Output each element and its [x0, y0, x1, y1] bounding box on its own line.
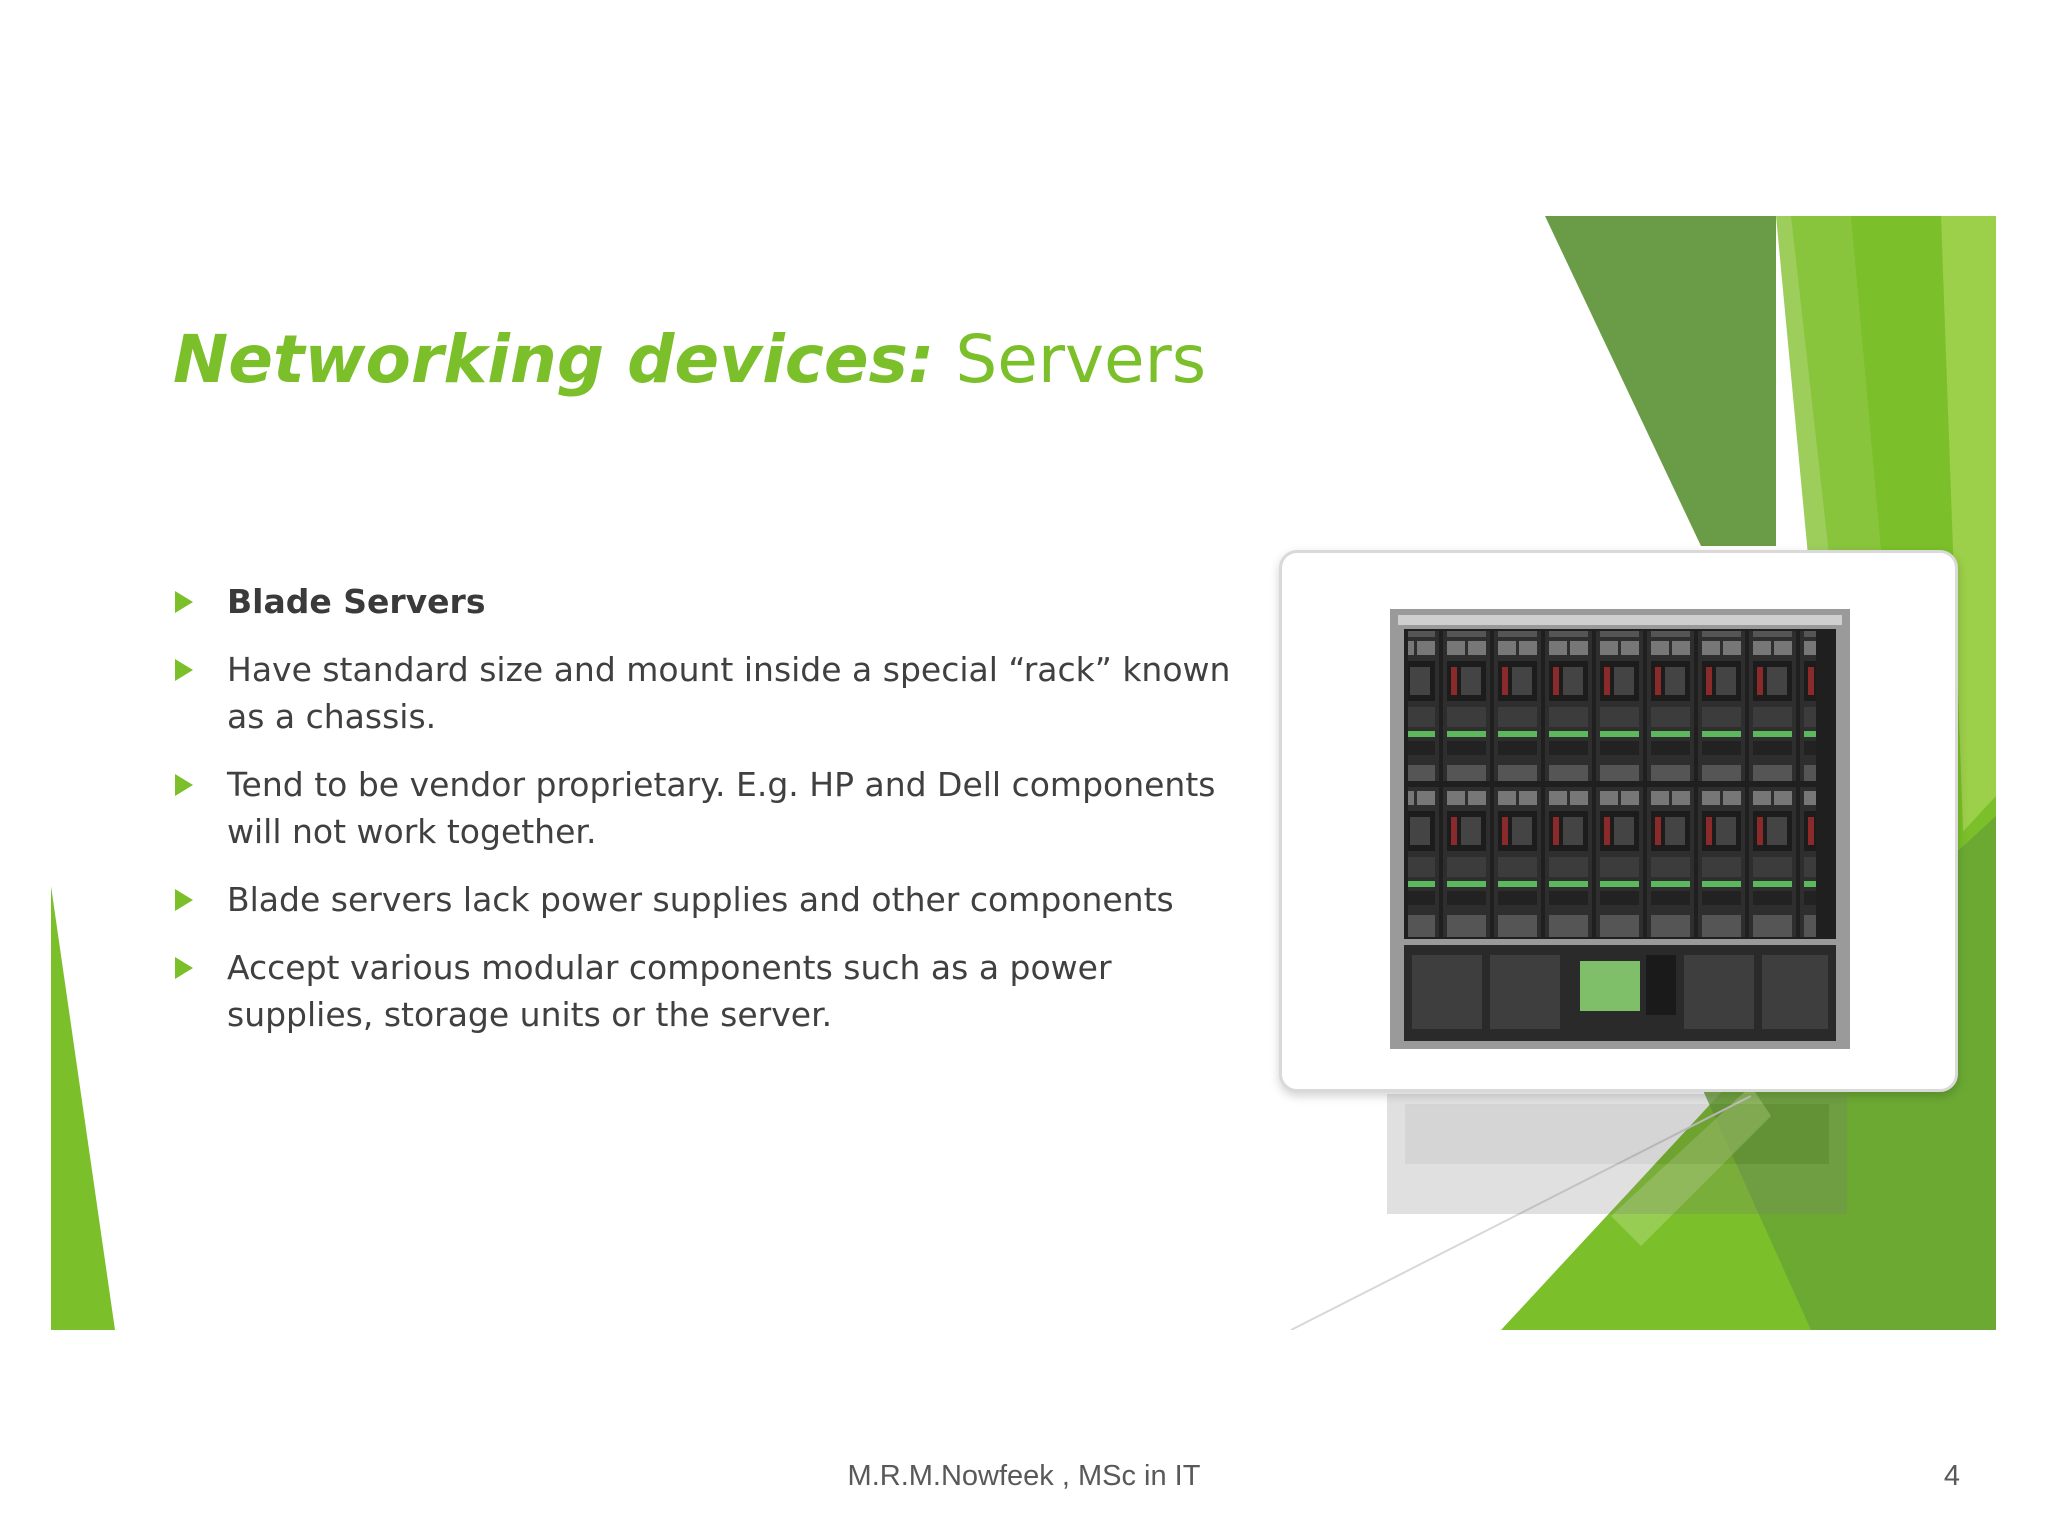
server-photo-frame	[1279, 550, 1958, 1092]
slide-title-accent: Networking devices:	[173, 321, 935, 398]
bullet-text: Tend to be vendor proprietary. E.g. HP a…	[227, 765, 1216, 851]
top-right-thin-line	[1543, 225, 1613, 547]
triangle-bullet-icon	[175, 889, 193, 911]
bullet-item: Have standard size and mount inside a sp…	[173, 646, 1263, 740]
bullet-text: Blade Servers	[227, 582, 486, 621]
bullet-list: Blade Servers Have standard size and mou…	[173, 578, 1263, 1059]
slide-title: Networking devices: Servers	[173, 321, 1207, 398]
triangle-bullet-icon	[175, 774, 193, 796]
bottom-thin-line	[1290, 1095, 1752, 1330]
bullet-text: Blade servers lack power supplies and ot…	[227, 880, 1174, 919]
triangle-bullet-icon	[175, 957, 193, 979]
bullet-item: Blade Servers	[173, 578, 1263, 625]
page-number: 4	[1943, 1460, 1960, 1492]
bullet-item: Blade servers lack power supplies and ot…	[173, 876, 1263, 923]
top-right-dark-green-shape	[1545, 216, 1776, 546]
upper-blade-row	[1408, 631, 1816, 781]
slide-title-rest: Servers	[934, 321, 1207, 398]
slide-background-shapes	[51, 216, 1996, 1330]
bullet-item: Accept various modular components such a…	[173, 944, 1263, 1038]
bullet-item: Tend to be vendor proprietary. E.g. HP a…	[173, 761, 1263, 855]
triangle-bullet-icon	[175, 659, 193, 681]
triangle-bullet-icon	[175, 591, 193, 613]
bottom-right-light-shape	[1611, 1086, 1771, 1246]
footer-author: M.R.M.Nowfeek , MSc in IT	[847, 1460, 1201, 1492]
blade-server-chassis-icon	[1390, 609, 1850, 1049]
left-green-wedge	[51, 886, 115, 1330]
bullet-text: Accept various modular components such a…	[227, 948, 1112, 1034]
lower-blade-row	[1408, 787, 1816, 937]
bullet-text: Have standard size and mount inside a sp…	[227, 650, 1231, 736]
reflection-shape	[1387, 1094, 1847, 1214]
server-photo-reflection	[1279, 1094, 1952, 1214]
